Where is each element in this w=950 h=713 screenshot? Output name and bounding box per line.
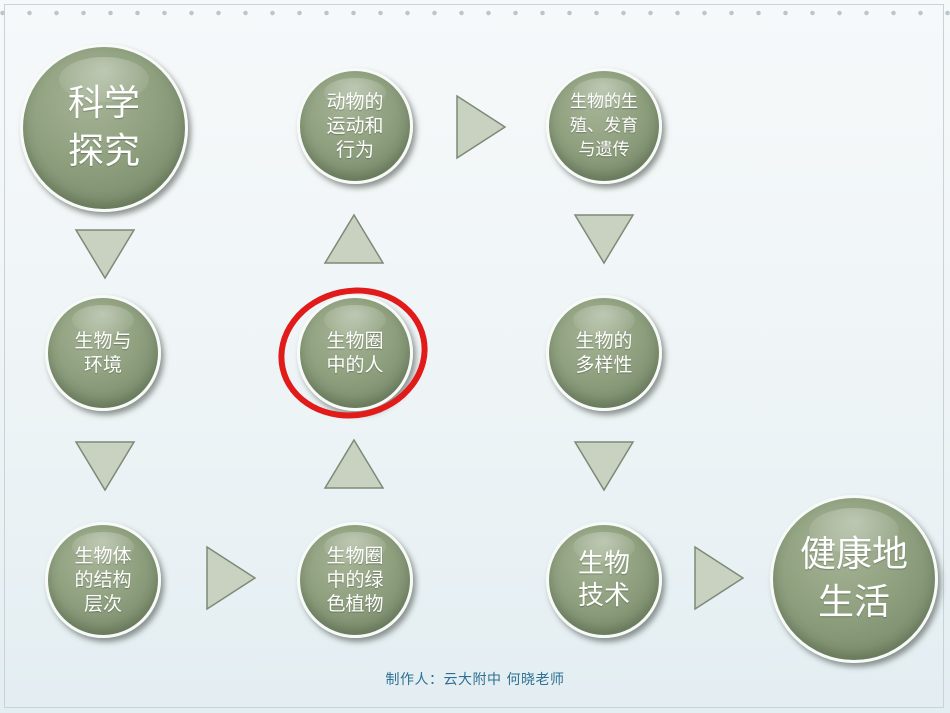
author-credit: 制作人：云大附中 何晓老师 (385, 672, 565, 688)
arrow-right-icon (694, 545, 745, 611)
node-label: 健康地 生活 (799, 534, 908, 623)
node-structure-levels[interactable]: 生物体 的结构 层次 (45, 522, 161, 638)
node-biotechnology[interactable]: 生物 技术 (546, 522, 662, 638)
node-label: 科学 探究 (67, 83, 140, 172)
node-healthy-living[interactable]: 健康地 生活 (770, 495, 938, 663)
arrow-down-icon (573, 214, 635, 265)
arrow-up-icon (323, 438, 385, 489)
node-label: 动物的 运动和 行为 (326, 91, 384, 161)
node-label: 生物体 的结构 层次 (74, 545, 132, 615)
node-human-in-biosphere[interactable]: 生物圈 中的人 (297, 295, 413, 411)
node-label: 生物圈 中的绿 色植物 (326, 545, 384, 615)
arrow-down-icon (74, 441, 136, 492)
node-organism-environment[interactable]: 生物与 环境 (45, 295, 161, 411)
arrow-right-icon (456, 94, 507, 160)
arrow-down-icon (74, 229, 136, 280)
arrow-down-icon (573, 441, 635, 492)
node-label: 生物与 环境 (74, 330, 132, 376)
node-animal-movement[interactable]: 动物的 运动和 行为 (297, 68, 413, 184)
slide-frame (4, 4, 944, 708)
node-reproduction[interactable]: 生物的生 殖、发育 与遗传 (546, 68, 662, 184)
node-label: 生物的 多样性 (575, 330, 633, 376)
decorative-dot-border (0, 8, 950, 18)
node-label: 生物的生 殖、发育 与遗传 (570, 92, 638, 160)
node-green-plants[interactable]: 生物圈 中的绿 色植物 (297, 522, 413, 638)
arrow-up-icon (323, 213, 385, 264)
arrow-right-icon (206, 545, 257, 611)
node-biodiversity[interactable]: 生物的 多样性 (546, 295, 662, 411)
node-label: 生物圈 中的人 (326, 330, 384, 376)
node-label: 生物 技术 (577, 549, 630, 611)
node-science-inquiry[interactable]: 科学 探究 (20, 44, 188, 212)
